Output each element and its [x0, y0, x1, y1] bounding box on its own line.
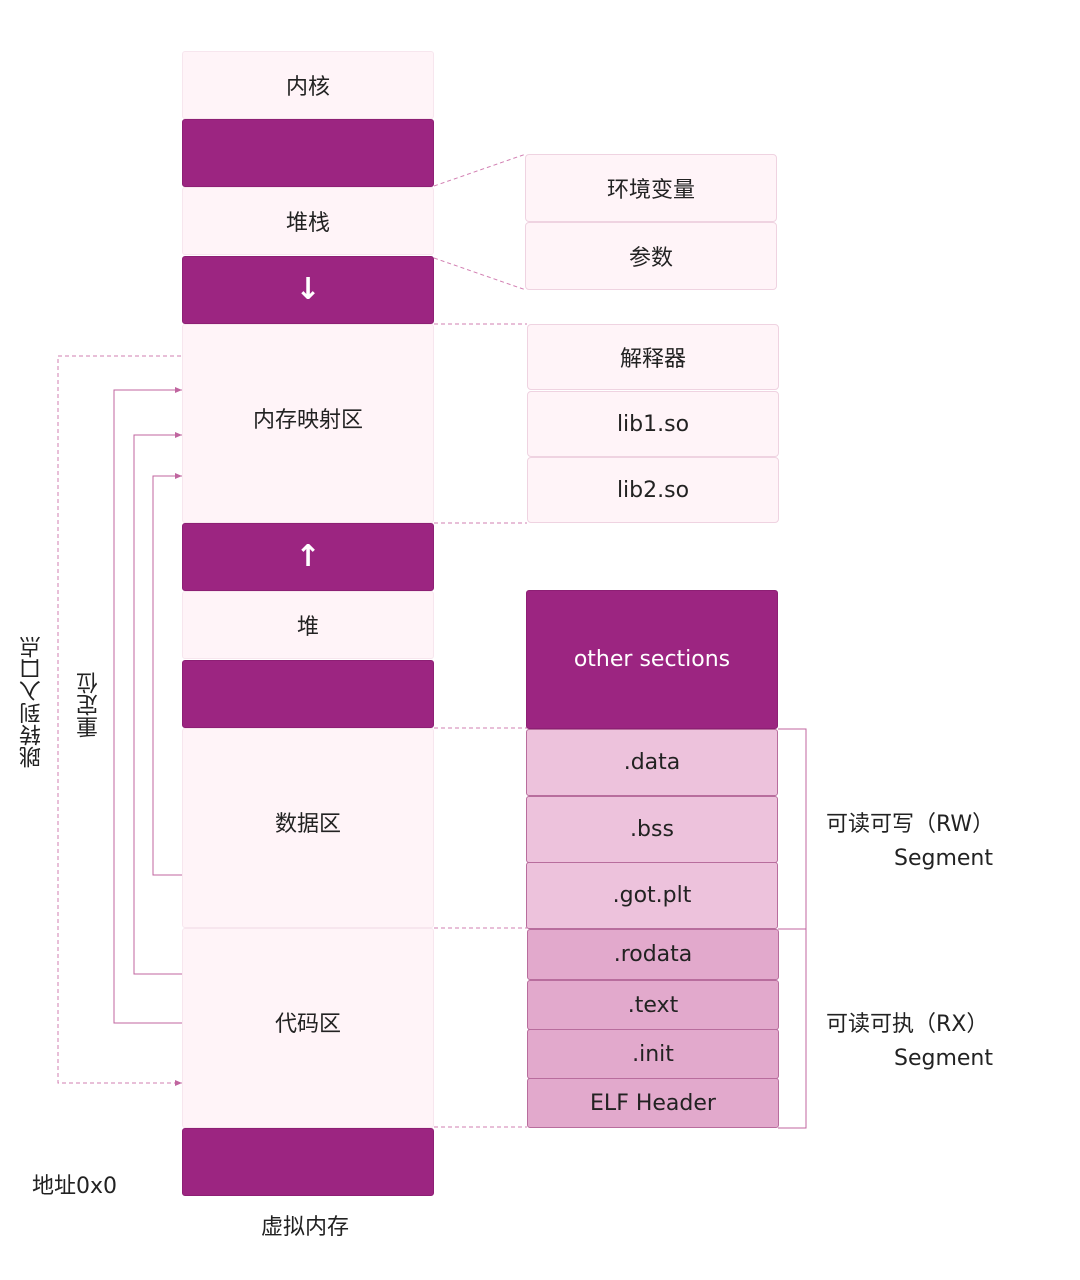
data-region-label: 数据区 — [274, 812, 341, 837]
data-region-block: 数据区 — [182, 728, 434, 928]
args-box: 参数 — [525, 222, 777, 290]
interpreter-box: 解释器 — [527, 324, 779, 390]
code-region-label: 代码区 — [274, 1012, 341, 1037]
env-vars-box: 环境变量 — [525, 154, 777, 222]
stack-label: 堆栈 — [285, 211, 330, 236]
section-gotplt-box: .got.plt — [526, 862, 778, 929]
down-arrow-icon: ↓ — [295, 272, 321, 307]
mmap-label: 内存映射区 — [252, 408, 363, 433]
heap-gap-block — [182, 660, 434, 728]
mmap-block: 内存映射区 — [182, 324, 434, 523]
section-text-box: .text — [527, 980, 779, 1030]
section-data-label: .data — [623, 750, 681, 775]
jump-entry-arrow — [57, 355, 182, 1086]
env-vars-label: 环境变量 — [606, 178, 695, 203]
section-init-label: .init — [632, 1041, 674, 1067]
stack-guide-bottom — [433, 257, 527, 291]
stack-block: 堆栈 — [182, 187, 434, 255]
up-arrow-icon: ↑ — [295, 539, 321, 574]
rx-segment-bracket — [778, 928, 807, 1129]
kernel-block: 内核 — [182, 51, 434, 119]
relocation-label: 重定位 — [77, 672, 102, 738]
lib1-box: lib1.so — [527, 391, 779, 457]
code-region-block: 代码区 — [182, 928, 434, 1128]
stack-guide-top — [433, 153, 527, 187]
kernel-gap-block — [182, 119, 434, 187]
kernel-label: 内核 — [285, 75, 330, 100]
lib1-label: lib1.so — [616, 411, 690, 437]
stack-grow-block: ↓ — [182, 256, 434, 324]
section-rodata-label: .rodata — [613, 942, 693, 967]
reloc-arrow-1 — [113, 387, 182, 1024]
elf-header-box: ELF Header — [527, 1078, 779, 1128]
rw-segment-bracket — [778, 728, 807, 930]
lib2-label: lib2.so — [616, 477, 690, 503]
rw-segment-name: Segment — [894, 846, 993, 871]
null-page-block — [182, 1128, 434, 1196]
heap-label: 堆 — [296, 615, 319, 640]
reloc-arrow-3 — [152, 473, 182, 876]
virtual-memory-caption: 虚拟内存 — [261, 1215, 350, 1240]
jump-entry-label: 跳转到入口点 — [20, 636, 45, 768]
other-sections-label: other sections — [573, 647, 731, 672]
interpreter-label: 解释器 — [619, 347, 686, 372]
address-zero-label: 地址0x0 — [32, 1174, 118, 1199]
rx-segment-name: Segment — [894, 1046, 993, 1071]
rx-segment-title: 可读可执（RX） — [826, 1012, 989, 1037]
heap-block: 堆 — [182, 591, 434, 659]
section-gotplt-label: .got.plt — [612, 883, 692, 908]
elf-header-label: ELF Header — [590, 1090, 716, 1116]
lib2-box: lib2.so — [527, 457, 779, 523]
rw-segment-title: 可读可写（RW） — [826, 812, 995, 837]
section-bss-label: .bss — [630, 817, 674, 842]
other-sections-box: other sections — [526, 590, 778, 729]
section-rodata-box: .rodata — [527, 929, 779, 980]
section-text-label: .text — [627, 992, 679, 1018]
section-bss-box: .bss — [526, 796, 778, 863]
heap-grow-block: ↑ — [182, 523, 434, 591]
args-label: 参数 — [628, 246, 673, 271]
section-init-box: .init — [527, 1029, 779, 1079]
section-data-box: .data — [526, 729, 778, 796]
reloc-arrow-2 — [133, 432, 182, 975]
